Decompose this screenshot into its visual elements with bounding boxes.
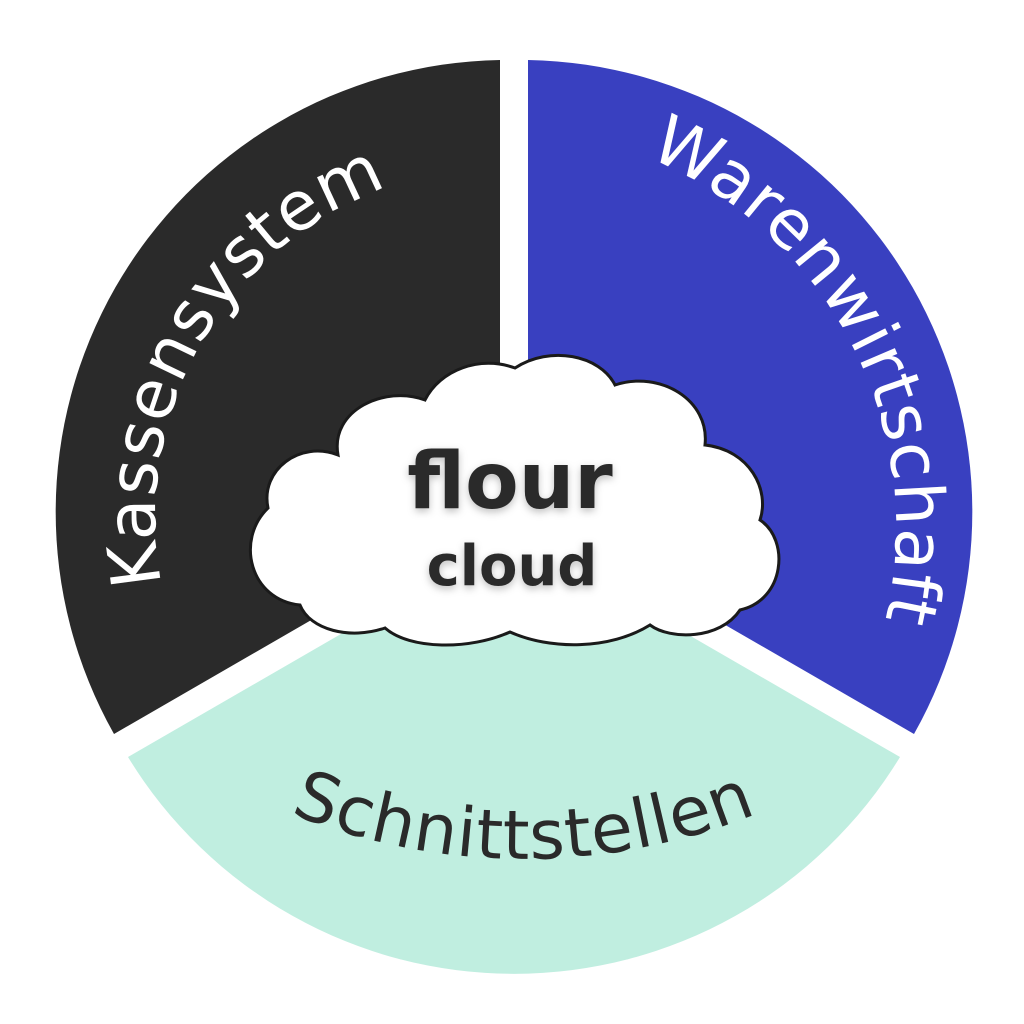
center-subtitle: cloud [427, 534, 598, 599]
center-title: flour [407, 437, 613, 527]
cloud-logo: flour cloud [248, 353, 781, 647]
segment-schnittstellen [128, 534, 900, 974]
cloud-icon [248, 353, 781, 647]
